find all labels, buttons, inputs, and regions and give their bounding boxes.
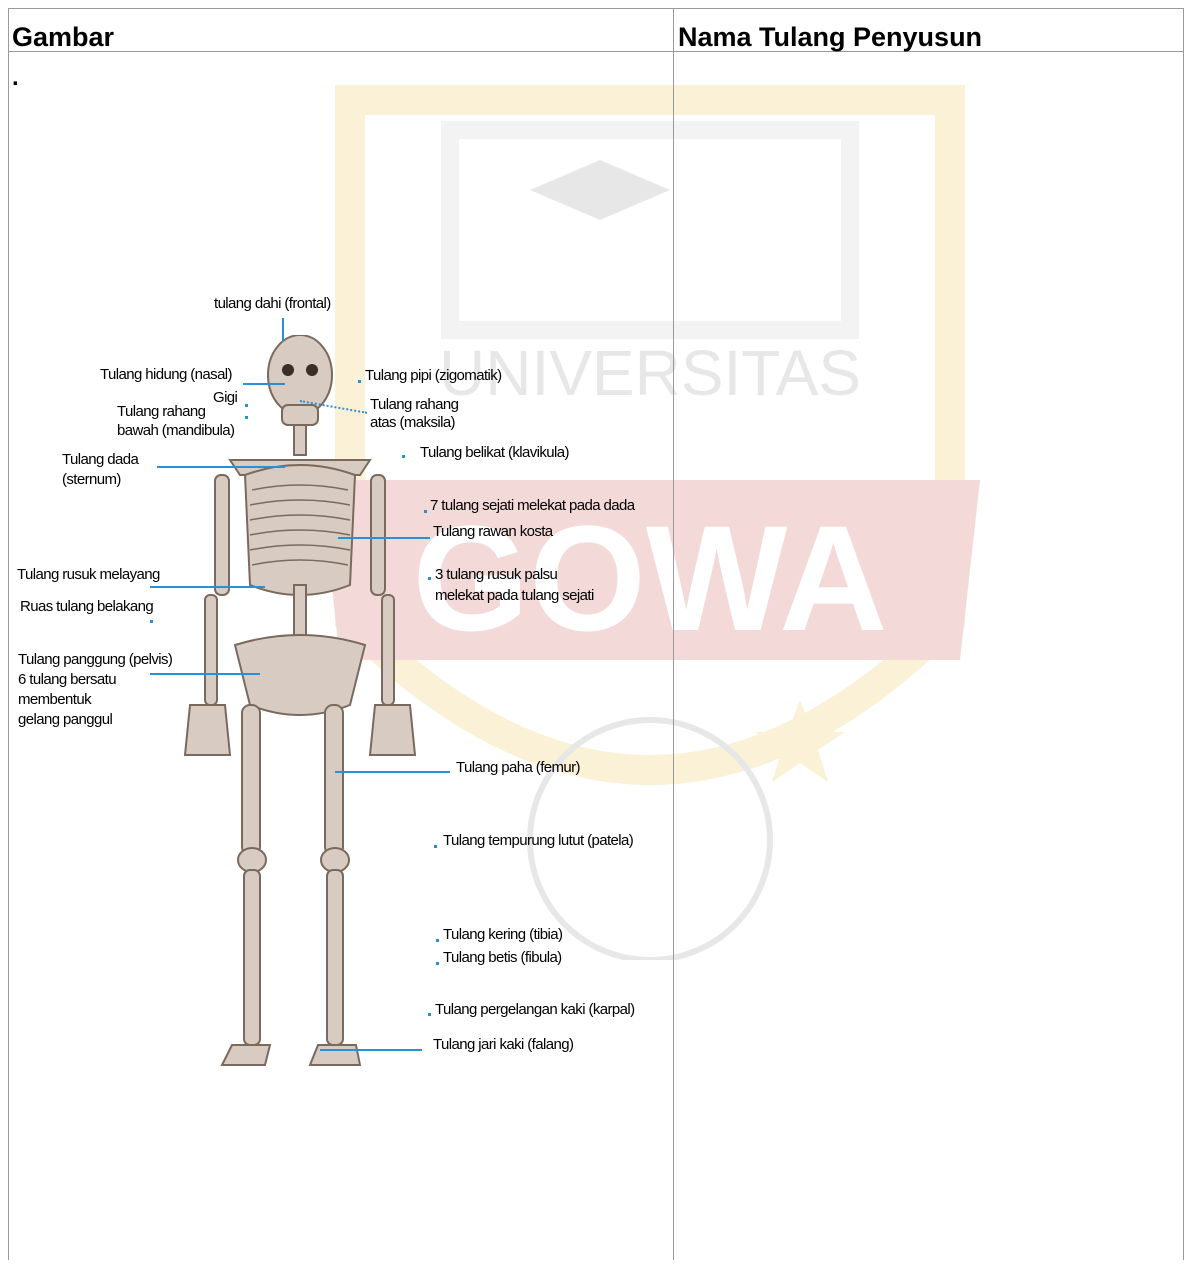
column-header-nama-tulang: Nama Tulang Penyusun (678, 22, 982, 53)
label-rahang-atas-1: Tulang rahang (370, 396, 458, 413)
label-femur: Tulang paha (femur) (456, 759, 580, 776)
label-frontal: tulang dahi (frontal) (214, 295, 331, 312)
label-pelvis-3: membentuk (18, 691, 91, 708)
skeleton-illustration (160, 335, 420, 1070)
label-falang: Tulang jari kaki (falang) (433, 1036, 573, 1053)
leader-sternum (157, 466, 285, 468)
row-marker: . (12, 64, 19, 92)
leader-frontal (282, 318, 284, 342)
label-rusuk-palsu-2: melekat pada tulang sejati (435, 587, 594, 604)
table-left-border (8, 8, 9, 1260)
leader-kosta (338, 537, 430, 539)
bullet-klavikula (402, 455, 405, 458)
bullet-belakang (150, 620, 153, 623)
label-fibula: Tulang betis (fibula) (443, 949, 562, 966)
leader-femur (335, 771, 450, 773)
label-klavikula: Tulang belikat (klavikula) (420, 444, 569, 461)
leader-pelvis (150, 673, 260, 675)
table-column-divider (673, 8, 674, 1260)
bullet-rahang-bawah (245, 416, 248, 419)
label-zigomatik: Tulang pipi (zigomatik) (365, 367, 502, 384)
label-pelvis-2: 6 tulang bersatu (18, 671, 116, 688)
bullet-zigomatik (358, 380, 361, 383)
bullet-gigi (245, 404, 248, 407)
label-rusuk-melayang: Tulang rusuk melayang (17, 566, 160, 583)
table-right-border (1183, 8, 1184, 1260)
label-gigi: Gigi (213, 389, 237, 406)
label-karpal: Tulang pergelangan kaki (karpal) (435, 1001, 635, 1018)
label-rahang-bawah-1: Tulang rahang (117, 403, 205, 420)
leader-rusuk-melayang (150, 586, 265, 588)
table-top-border (8, 8, 1184, 9)
label-sternum-1: Tulang dada (62, 451, 138, 468)
label-sternum-2: (sternum) (62, 471, 121, 488)
bullet-rusuk-sejati (424, 510, 427, 513)
label-belakang: Ruas tulang belakang (20, 598, 153, 615)
label-pelvis-1: Tulang panggung (pelvis) (18, 651, 172, 668)
label-patela: Tulang tempurung lutut (patela) (443, 832, 633, 849)
label-kosta: Tulang rawan kosta (433, 523, 553, 540)
label-tibia: Tulang kering (tibia) (443, 926, 562, 943)
label-rahang-bawah-2: bawah (mandibula) (117, 422, 234, 439)
label-pelvis-4: gelang panggul (18, 711, 112, 728)
bullet-rusuk-palsu (428, 577, 431, 580)
bullet-karpal (428, 1013, 431, 1016)
bullet-fibula (436, 962, 439, 965)
leader-nasal (243, 383, 285, 385)
label-rahang-atas-2: atas (maksila) (370, 414, 455, 431)
label-rusuk-sejati: 7 tulang sejati melekat pada dada (430, 497, 635, 514)
label-nasal: Tulang hidung (nasal) (100, 366, 232, 383)
label-rusuk-palsu-1: 3 tulang rusuk palsu (435, 566, 557, 583)
leader-falang (320, 1049, 422, 1051)
bullet-patela (434, 845, 437, 848)
column-header-gambar: Gambar (12, 22, 114, 53)
bullet-tibia (436, 939, 439, 942)
table-header-border (8, 51, 1184, 52)
